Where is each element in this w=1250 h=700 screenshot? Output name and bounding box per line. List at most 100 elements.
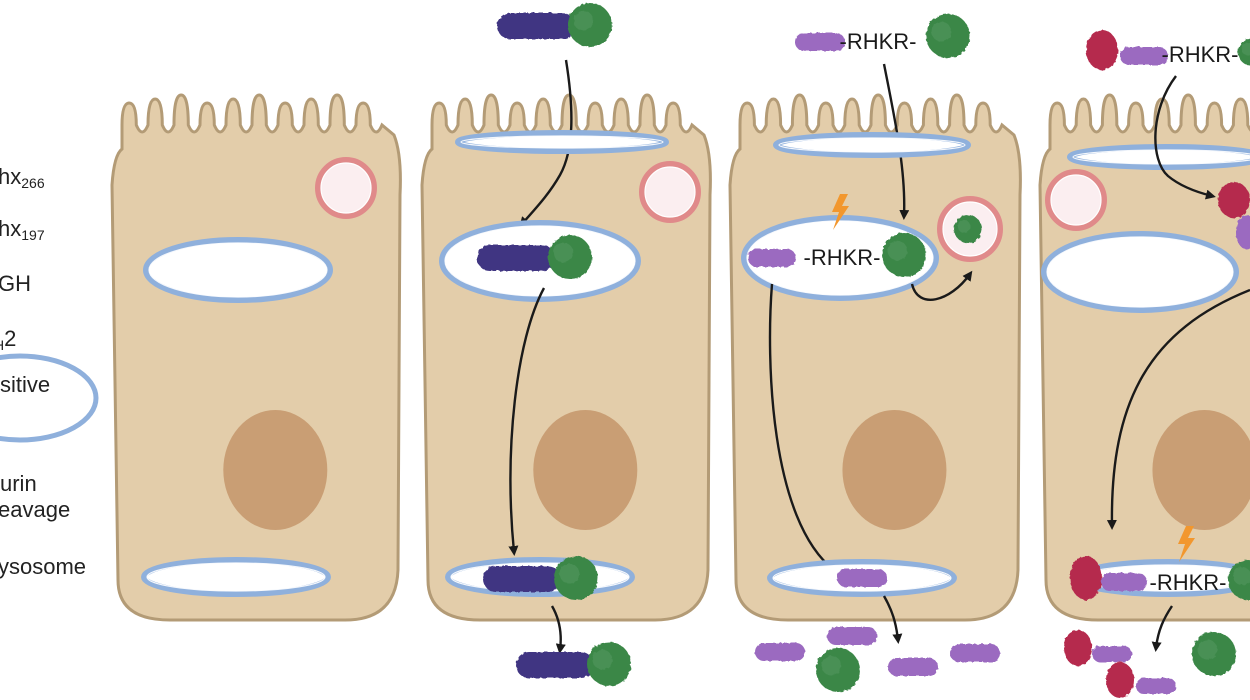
release-arrow bbox=[882, 595, 903, 644]
lysosome-inner-line bbox=[942, 201, 998, 257]
rhx-peptide-endosome bbox=[748, 249, 796, 267]
vesicle-inner-line bbox=[148, 242, 328, 298]
h2-domain-apical-shape bbox=[1086, 30, 1118, 70]
legend-label-text: eavage bbox=[0, 497, 71, 522]
fusion-protein-apical-green bbox=[568, 3, 612, 47]
legend-label-text: GH bbox=[0, 271, 31, 296]
rhx-peptide-released-shape bbox=[1136, 678, 1176, 694]
legend-label-text: hx bbox=[0, 164, 22, 189]
legend-label-text: 2 bbox=[4, 326, 17, 351]
gh-released-shade bbox=[821, 655, 842, 676]
rhx-peptide-basal-shape bbox=[837, 569, 887, 587]
release-arrow bbox=[550, 605, 566, 654]
legend-label-positive: sitive bbox=[0, 374, 50, 396]
fusion-protein-basal-purple-shape bbox=[483, 566, 561, 592]
vesicle-inner-line bbox=[778, 137, 966, 153]
furin-lightning-icon bbox=[832, 194, 849, 230]
apical-vesicle bbox=[455, 130, 669, 154]
rhx-peptide-released bbox=[1136, 678, 1176, 694]
lysosome-inner-line bbox=[1050, 174, 1102, 226]
vesicle-inner-line bbox=[146, 562, 326, 592]
cleavage-site-label-apical: -RHKR- bbox=[840, 29, 917, 54]
legend-label-rhx197: hx197 bbox=[0, 216, 45, 243]
rhx-peptide-released-shape bbox=[755, 643, 805, 661]
vesicle-inner-line bbox=[746, 220, 934, 296]
rhx-peptide-basal bbox=[837, 569, 887, 587]
gh-lysosome-shade bbox=[957, 219, 971, 233]
cleavage-site-label-apical: -RHKR- bbox=[1162, 42, 1239, 67]
lysosome bbox=[315, 157, 377, 219]
rhx-peptide-apical bbox=[1120, 47, 1168, 65]
legend-label-lysosome: ysosome bbox=[0, 556, 86, 578]
rhx-peptide-apical bbox=[795, 33, 845, 51]
fusion-protein-endosome-purple-shape bbox=[477, 245, 555, 271]
rhx-peptide-apical-shape bbox=[795, 33, 845, 51]
apical-vesicle bbox=[773, 132, 971, 158]
legend-subscript: 266 bbox=[21, 175, 45, 191]
h2-domain-apical bbox=[1086, 30, 1118, 70]
endosome-vesicle bbox=[1041, 231, 1239, 313]
fusion-protein-released-purple bbox=[516, 652, 594, 678]
furin-lightning-icon bbox=[1178, 526, 1195, 562]
gh-apical-shade bbox=[1241, 42, 1250, 56]
gh-released bbox=[1192, 632, 1236, 676]
legend-label-furin: urin bbox=[0, 473, 37, 495]
h2-domain-internal bbox=[1218, 182, 1250, 218]
fusion-protein-apical-purple bbox=[497, 13, 575, 39]
h2-domain-internal-shape bbox=[1218, 182, 1250, 218]
legend-vesicle-icon bbox=[0, 353, 99, 443]
fusion-protein-released-purple-shape bbox=[516, 652, 594, 678]
nucleus bbox=[223, 410, 328, 530]
cell-4 bbox=[1038, 93, 1250, 622]
fusion-protein-endosome-purple bbox=[477, 245, 555, 271]
rhx-peptide-endosome-shape bbox=[748, 249, 796, 267]
transcytosis-arrow bbox=[508, 287, 546, 556]
fusion-protein-basal-purple bbox=[483, 566, 561, 592]
vesicle-inner-line bbox=[1072, 149, 1250, 165]
h2-domain-released-shape bbox=[1106, 662, 1134, 698]
rhx-peptide-internal-shape bbox=[1236, 215, 1250, 249]
h2-domain-released bbox=[1106, 662, 1134, 698]
legend-subscript: H bbox=[0, 337, 4, 353]
legend-label-text: ysosome bbox=[0, 554, 87, 579]
release-arrow bbox=[1151, 605, 1173, 652]
gh-endosome bbox=[882, 233, 926, 277]
rhx-peptide-released bbox=[1092, 646, 1132, 662]
fusion-protein-apical-purple-shape bbox=[497, 13, 575, 39]
basal-vesicle bbox=[141, 557, 331, 597]
lysosome bbox=[1045, 169, 1107, 231]
rhx-peptide-released bbox=[827, 627, 877, 645]
nucleus bbox=[842, 410, 947, 530]
transcytosis-arrow bbox=[1106, 288, 1250, 530]
transcytosis-arrow bbox=[519, 59, 573, 228]
transcytosis-arrow bbox=[1154, 75, 1216, 200]
fusion-protein-basal-green bbox=[554, 556, 598, 600]
legend-label-gh: GH bbox=[0, 273, 31, 295]
rhx-peptide-internal bbox=[1236, 215, 1250, 249]
rhx-peptide-released-shape bbox=[950, 644, 1000, 662]
nucleus bbox=[1152, 410, 1250, 530]
legend-label-text: hx bbox=[0, 216, 22, 241]
endosome-vesicle bbox=[143, 237, 333, 303]
rhx-peptide-released-shape bbox=[888, 658, 938, 676]
transcytosis-arrow bbox=[768, 283, 838, 573]
fusion-protein-endosome-green-shade bbox=[553, 242, 574, 263]
gh-released-shade bbox=[1197, 639, 1218, 660]
lysosome-arrow bbox=[910, 270, 973, 301]
cell-1 bbox=[110, 93, 402, 622]
h2-domain-basal-shape bbox=[1070, 556, 1102, 600]
rhx-peptide-released-shape bbox=[1092, 646, 1132, 662]
h2-domain-released-shape bbox=[1064, 630, 1092, 666]
fusion-protein-basal-green-shade bbox=[559, 563, 580, 584]
gh-released bbox=[816, 648, 860, 692]
rhx-peptide-basal-shape bbox=[1101, 573, 1147, 591]
gh-lysosome bbox=[954, 215, 982, 243]
vesicle-inner-line bbox=[1046, 236, 1234, 308]
legend-label-text: urin bbox=[0, 471, 37, 496]
lysosome-inner-line bbox=[644, 166, 696, 218]
gh-apical bbox=[926, 14, 970, 58]
rhx-peptide-released bbox=[950, 644, 1000, 662]
vesicle-inner-line bbox=[460, 135, 664, 149]
rhx-peptide-released bbox=[755, 643, 805, 661]
